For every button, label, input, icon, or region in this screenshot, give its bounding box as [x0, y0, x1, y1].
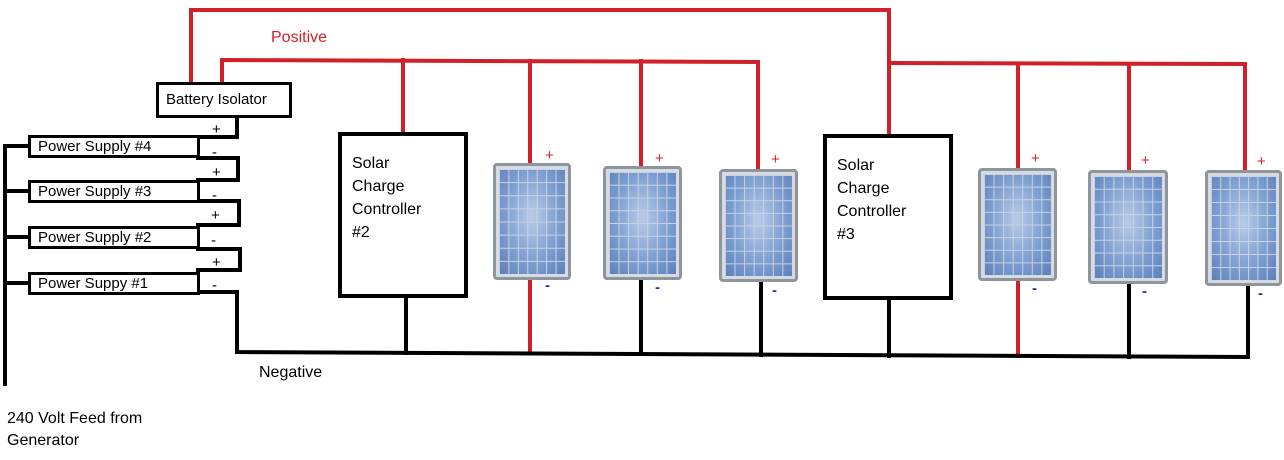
panel-4-minus: -: [1032, 280, 1037, 297]
panel-5-plus: +: [1141, 152, 1150, 169]
isolator-to-controller-3-wire: [189, 8, 891, 136]
charge-controller-3: Solar Charge Controller #3: [823, 134, 953, 300]
solar-panel-3: [719, 169, 798, 282]
panel-6-plus: +: [1257, 153, 1266, 170]
link-supply-4-to-3: [196, 156, 240, 182]
supply-3-minus: -: [212, 187, 217, 204]
supply-4-plus: +: [212, 121, 221, 138]
supply-2-minus: -: [211, 232, 216, 249]
charge-controller-2: Solar Charge Controller #2: [338, 132, 468, 298]
power-supply-3-label: Power Supply #3: [38, 183, 152, 200]
power-supply-1: Power Suppy #1: [28, 272, 200, 295]
battery-isolator: Battery Isolator: [156, 82, 292, 118]
link-supply-3-to-2: [196, 199, 241, 227]
power-supply-2: Power Supply #2: [28, 226, 200, 249]
supply-2-plus: +: [211, 207, 220, 224]
negative-bus: [235, 290, 1251, 360]
negative-wires: [3, 116, 1251, 386]
battery-isolator-label: Battery Isolator: [166, 91, 267, 108]
charge-controller-2-label: Solar Charge Controller #2: [352, 155, 422, 241]
panel-6-minus: -: [1258, 285, 1263, 302]
solar-panel-5: [1088, 170, 1168, 284]
link-supply-2-to-1: [196, 247, 242, 272]
solar-panel-2: [603, 166, 682, 280]
supply-4-minus: -: [212, 144, 217, 161]
panel-1-plus: +: [545, 147, 554, 164]
right-positive-bus: [886, 60, 1247, 174]
power-supply-1-label: Power Suppy #1: [38, 275, 149, 292]
panel-4-plus: +: [1031, 150, 1040, 167]
panel-2-plus: +: [655, 150, 664, 167]
power-supply-4-label: Power Supply #4: [38, 138, 152, 155]
panel-3-plus: +: [771, 151, 780, 168]
generator-feed-label: 240 Volt Feed from Generator: [7, 410, 143, 449]
solar-panel-6: [1205, 170, 1282, 286]
solar-panel-4: [978, 168, 1057, 281]
power-supply-2-label: Power Supply #2: [38, 229, 152, 246]
panel-3-minus: -: [772, 282, 777, 299]
charge-controller-3-label: Solar Charge Controller #3: [837, 157, 907, 243]
supply-1-minus: -: [212, 277, 217, 294]
supply-1-plus: +: [212, 254, 221, 271]
power-supply-4: Power Supply #4: [28, 135, 200, 158]
panel-5-minus: -: [1142, 283, 1147, 300]
negative-label: Negative: [259, 364, 323, 381]
positive-label: Positive: [271, 29, 328, 46]
supply-4-to-isolator: [196, 116, 239, 139]
power-supply-3: Power Supply #3: [28, 180, 200, 203]
solar-panel-1: [493, 163, 571, 280]
panel-1-minus: -: [545, 277, 550, 294]
isolator-positive-bus: [220, 57, 761, 84]
positive-wires: [189, 8, 1247, 358]
supply-3-plus: +: [212, 164, 221, 181]
panel-2-minus: -: [655, 279, 660, 296]
